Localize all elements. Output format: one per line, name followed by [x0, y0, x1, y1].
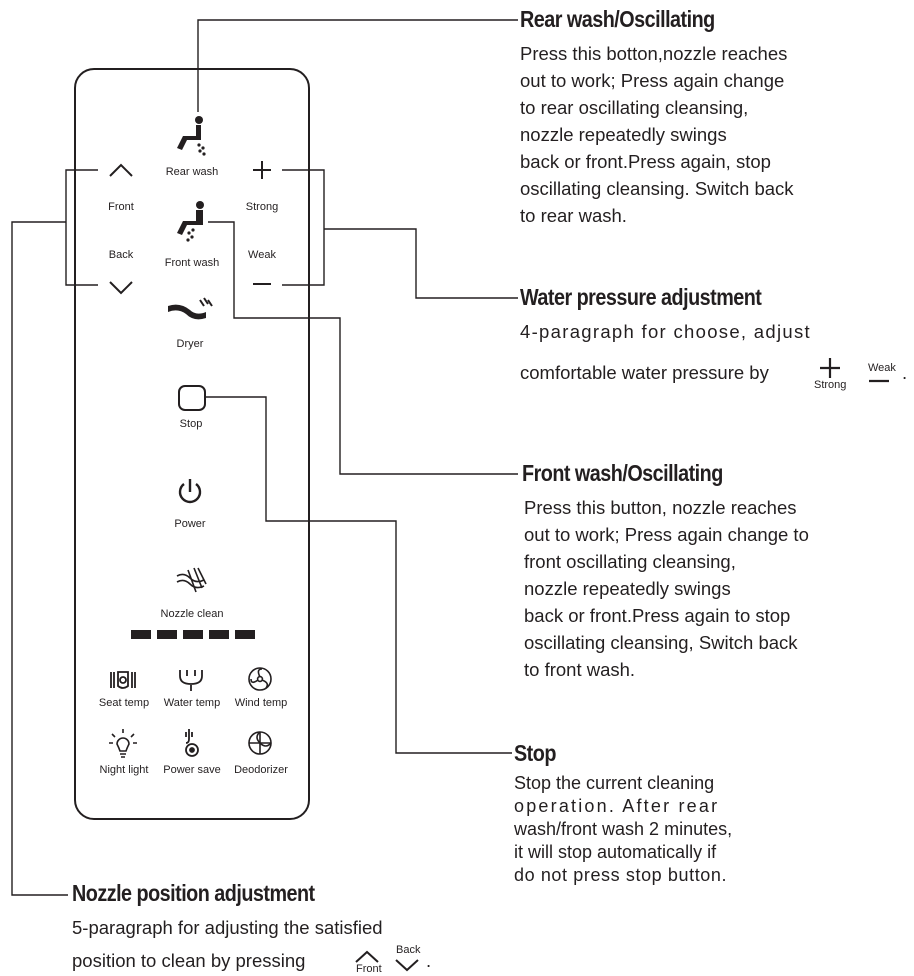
dryer-icon[interactable] — [166, 296, 214, 322]
front-wash-line: front oscillating cleansing, — [524, 551, 736, 572]
water-pressure-period: . — [902, 362, 908, 383]
minus-icon — [868, 378, 890, 384]
night-light-icon[interactable] — [108, 727, 138, 759]
front-wash-line: back or front.Press again to stop — [524, 605, 791, 626]
deodorizer-label: Deodorizer — [234, 764, 288, 776]
plus-icon — [818, 356, 842, 380]
power-save-icon[interactable] — [178, 727, 206, 759]
rear-wash-description: Press this botton,nozzle reaches out to … — [520, 40, 794, 229]
deodorizer-icon[interactable] — [246, 728, 274, 758]
chevron-down-icon — [394, 958, 420, 972]
stop-leader — [206, 396, 512, 754]
front-wash-title: Front wash/Oscillating — [522, 460, 723, 486]
nozzle-position-period: . — [426, 950, 432, 971]
stop-line: wash/front wash 2 minutes, — [514, 819, 733, 839]
front-wash-label: Front wash — [164, 257, 220, 269]
stop-description: Stop the current cleaning operation. Aft… — [514, 772, 732, 887]
stop-line: operation. After rear — [514, 796, 720, 816]
back-small-label: Back — [396, 944, 421, 956]
rear-wash-line: out to work; Press again change — [520, 70, 785, 91]
chevron-up-icon[interactable] — [108, 162, 134, 178]
front-wash-line: nozzle repeatedly swings — [524, 578, 731, 599]
stop-label: Stop — [179, 418, 203, 430]
weak-small-label: Weak — [868, 362, 896, 374]
night-light-label: Night light — [99, 764, 149, 776]
front-wash-line: oscillating cleansing, Switch back — [524, 632, 798, 653]
power-icon[interactable] — [174, 476, 206, 508]
rear-wash-icon[interactable] — [172, 114, 212, 158]
power-label: Power — [174, 518, 206, 530]
seat-temp-label: Seat temp — [98, 697, 150, 709]
stop-line: do not press stop button. — [514, 865, 728, 885]
power-save-label: Power save — [163, 764, 221, 776]
dryer-label: Dryer — [176, 338, 204, 350]
stop-line: Stop the current cleaning — [514, 773, 715, 793]
rear-wash-line: to rear wash. — [520, 205, 627, 226]
nozzle-position-title: Nozzle position adjustment — [72, 880, 315, 906]
front-wash-line: out to work; Press again change to — [524, 524, 809, 545]
level-indicator-2 — [157, 630, 177, 639]
seat-temp-icon[interactable] — [108, 668, 138, 692]
rear-wash-line: nozzle repeatedly swings — [520, 124, 727, 145]
stop-icon[interactable] — [177, 384, 207, 412]
front-wash-line: Press this button, nozzle reaches — [524, 497, 797, 518]
chevron-down-icon[interactable] — [108, 280, 134, 296]
water-pressure-title: Water pressure adjustment — [520, 284, 762, 310]
water-pressure-line2: comfortable water pressure by — [520, 362, 769, 383]
nozzle-position-bracket — [65, 169, 98, 286]
nozzle-position-line2: position to clean by pressing — [72, 950, 306, 971]
wind-temp-icon[interactable] — [245, 665, 275, 693]
nozzle-clean-label: Nozzle clean — [160, 608, 224, 620]
rear-wash-line: back or front.Press again, stop — [520, 151, 771, 172]
front-wash-description: Press this button, nozzle reaches out to… — [524, 494, 809, 683]
front-small-label: Front — [356, 963, 382, 975]
wind-temp-label: Wind temp — [234, 697, 288, 709]
front-label: Front — [108, 201, 134, 213]
water-pressure-leader — [324, 228, 518, 299]
back-label: Back — [108, 249, 134, 261]
nozzle-position-line1: 5-paragraph for adjusting the satisfied — [72, 917, 383, 938]
front-wash-icon[interactable] — [172, 199, 212, 245]
level-indicator-3 — [183, 630, 203, 639]
stop-title: Stop — [514, 740, 556, 766]
chevron-up-icon — [354, 950, 380, 964]
remote-control — [74, 68, 310, 820]
nozzle-position-leader — [11, 221, 68, 896]
strong-small-label: Strong — [814, 379, 847, 391]
water-temp-label: Water temp — [163, 697, 221, 709]
rear-wash-label: Rear wash — [165, 166, 219, 178]
water-pressure-bracket — [282, 169, 325, 286]
water-pressure-line1: 4-paragraph for choose, adjust — [520, 321, 811, 342]
level-indicator-1 — [131, 630, 151, 639]
plus-icon[interactable] — [252, 160, 272, 180]
water-temp-icon[interactable] — [176, 666, 206, 692]
rear-wash-line: Press this botton,nozzle reaches — [520, 43, 788, 64]
rear-wash-title: Rear wash/Oscillating — [520, 6, 715, 32]
nozzle-clean-icon[interactable] — [174, 566, 208, 596]
level-indicator-4 — [209, 630, 229, 639]
stop-line: it will stop automatically if — [514, 842, 717, 862]
rear-wash-line: to rear oscillating cleansing, — [520, 97, 749, 118]
rear-wash-leader — [197, 19, 518, 112]
level-indicator-5 — [235, 630, 255, 639]
front-wash-line: to front wash. — [524, 659, 636, 680]
rear-wash-line: oscillating cleansing. Switch back — [520, 178, 794, 199]
minus-icon[interactable] — [252, 274, 272, 294]
weak-label: Weak — [248, 249, 276, 261]
strong-label: Strong — [245, 201, 279, 213]
front-wash-leader — [208, 221, 518, 475]
